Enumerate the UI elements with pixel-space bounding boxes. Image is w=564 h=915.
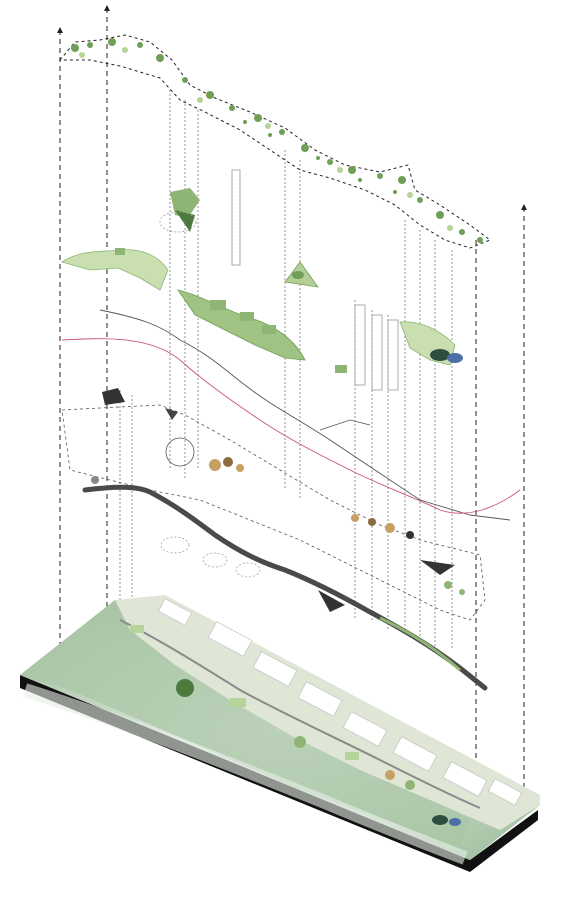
green-patch-left — [61, 249, 169, 291]
river-mist-band — [22, 683, 468, 865]
dark-wedge — [318, 590, 345, 612]
dashed-ovals — [160, 536, 261, 578]
green-blocks — [115, 248, 347, 373]
green-spaces-and-buildings-layer — [61, 169, 463, 391]
base-side-edge — [20, 675, 538, 872]
projection-guides — [57, 4, 527, 795]
amenity-markers — [91, 388, 465, 595]
promenade-path — [119, 619, 481, 809]
green-pie-shape — [175, 210, 195, 232]
base-site-plan — [20, 595, 540, 872]
circulation-and-amenities-layer — [61, 388, 488, 691]
canopy-vegetation-layer — [58, 34, 492, 249]
path-green-segment — [379, 616, 461, 672]
contour-line-main — [99, 309, 511, 521]
layer-outline-dashed — [61, 404, 486, 621]
green-patch-center — [177, 289, 306, 361]
contour-line-branch — [319, 419, 371, 431]
topography-contour-layer — [61, 309, 521, 521]
contour-line-accent — [61, 338, 521, 514]
riverbank-green — [20, 600, 470, 848]
building-blocks — [158, 598, 522, 806]
park-features — [130, 625, 461, 826]
green-patch-upper — [170, 188, 200, 218]
building-projection-lines — [119, 90, 453, 650]
canopy-outline — [58, 34, 492, 249]
tree-cluster — [71, 38, 483, 243]
tree-cluster-light — [79, 47, 453, 231]
tall-buildings — [231, 169, 399, 391]
